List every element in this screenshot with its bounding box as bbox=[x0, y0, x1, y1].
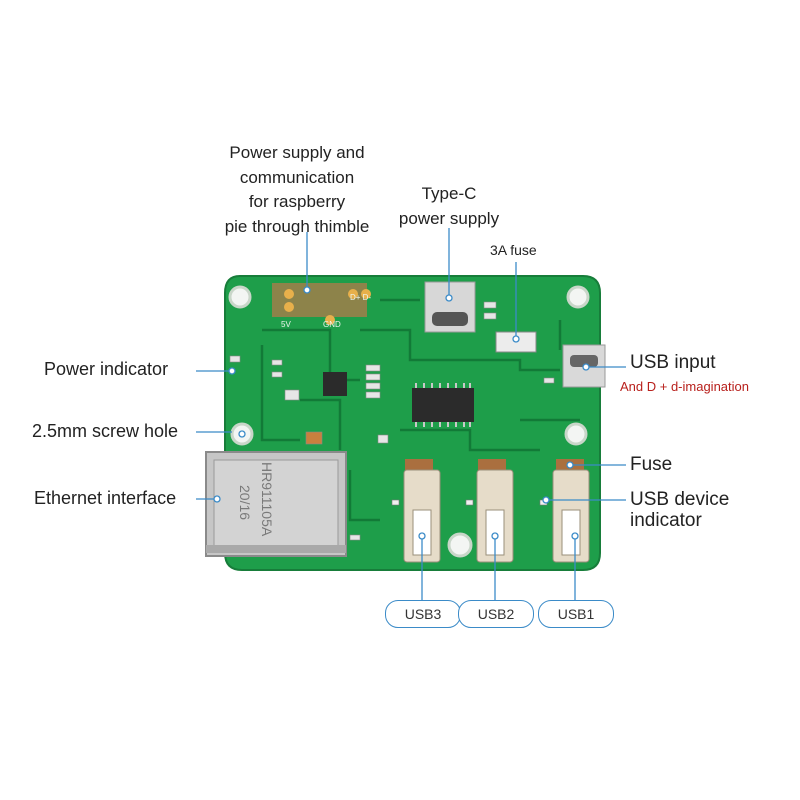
rj45-marking-1: HR911105A bbox=[259, 462, 275, 537]
smd-components bbox=[229, 301, 555, 541]
rj45-marking-2: 20/16 bbox=[237, 485, 253, 520]
usb2-port-label: USB2 bbox=[458, 600, 534, 628]
ethernet-label: Ethernet interface bbox=[34, 488, 177, 508]
power-comm-line-4: pie through thimble bbox=[224, 217, 370, 237]
header-pads bbox=[272, 283, 371, 325]
usb-input-note: And D + d-imagination bbox=[620, 379, 749, 394]
usb-device-indicator-label: USB device indicator bbox=[630, 489, 730, 532]
usb3-port-label: USB3 bbox=[385, 600, 461, 628]
main-ic bbox=[412, 383, 474, 427]
usb-input-label: USB input bbox=[630, 352, 716, 373]
typec-line-2: power supply bbox=[398, 208, 500, 228]
fuse-label: Fuse bbox=[630, 454, 673, 475]
typec-connector bbox=[424, 281, 476, 333]
silk-gnd: GND bbox=[323, 320, 341, 329]
typec-line-1: Type-C bbox=[421, 184, 477, 203]
typec-label: Type-C power supply bbox=[389, 184, 509, 228]
power-indicator-label: Power indicator bbox=[44, 359, 169, 379]
screw-hole-label: 2.5mm screw hole bbox=[32, 421, 179, 441]
leader-lines bbox=[196, 228, 626, 600]
usb1-port-label: USB1 bbox=[538, 600, 614, 628]
power-comm-line-1: Power supply and bbox=[229, 143, 365, 162]
power-comm-line-3: for raspberry bbox=[248, 192, 346, 212]
usb-a-ports bbox=[403, 469, 590, 563]
power-comm-label: Power supply and communication for raspb… bbox=[222, 143, 372, 237]
usb-device-indicator-line-1: USB device bbox=[630, 489, 730, 510]
usb-fuse-pads bbox=[405, 459, 584, 470]
usb-device-indicator-line-2: indicator bbox=[630, 509, 702, 531]
pcb-traces bbox=[260, 298, 580, 522]
leader-dots bbox=[213, 286, 590, 540]
rj45-jack bbox=[205, 451, 347, 557]
small-ic bbox=[323, 372, 347, 396]
fuse-3a-label: 3A fuse bbox=[490, 242, 537, 258]
silk-data: D+ D- bbox=[350, 293, 371, 302]
power-comm-line-2: communication bbox=[239, 167, 355, 187]
mounting-holes bbox=[228, 285, 590, 558]
silk-5v: 5V bbox=[281, 320, 291, 329]
